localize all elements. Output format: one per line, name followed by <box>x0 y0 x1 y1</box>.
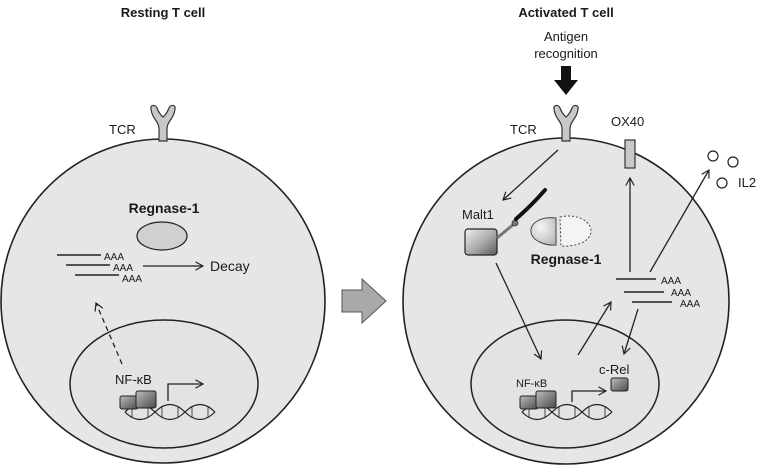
antigen-label-line2: recognition <box>534 46 598 61</box>
activated-tcr-label: TCR <box>510 122 537 137</box>
resting-title: Resting T cell <box>121 5 206 20</box>
il2-molecule <box>716 177 728 189</box>
resting-polya-tail: AAA <box>113 263 133 274</box>
activated-transcription-arrow <box>571 386 608 402</box>
regnase-cleavage-stroke <box>514 188 547 221</box>
activated-regnase-label: Regnase-1 <box>531 251 602 267</box>
il2-label: IL2 <box>738 175 756 190</box>
activated-title: Activated T cell <box>518 5 613 20</box>
il2-molecule <box>727 156 739 168</box>
mrna-to-il2-arrow <box>649 168 710 273</box>
resting-regnase-protein <box>136 221 188 251</box>
ox40-receptor <box>624 139 636 169</box>
resting-tcr-label: TCR <box>109 122 136 137</box>
activated-panel: Activated T cell Antigen recognition TCR… <box>402 5 756 465</box>
resting-regnase-label: Regnase-1 <box>129 200 200 216</box>
tcr-to-malt1-arrow <box>502 149 559 201</box>
activated-tcr-icon <box>553 104 579 142</box>
resting-polya-tail: AAA <box>104 252 124 263</box>
transition-arrow <box>341 277 387 325</box>
resting-panel: Resting T cell TCR Regnase-1 AAA AAA AAA… <box>0 5 326 464</box>
malt1-cleavage-link <box>496 222 515 240</box>
activated-nfkb-protein <box>535 390 557 409</box>
crel-label: c-Rel <box>599 362 629 377</box>
activated-polya-tail: AAA <box>661 276 681 287</box>
mrna-to-crel-arrow <box>621 308 639 356</box>
malt1-label: Malt1 <box>462 207 494 222</box>
crel-protein <box>610 377 629 392</box>
activated-nfkb-label: NF-κB <box>516 378 547 390</box>
malt1-protein <box>464 228 498 256</box>
activated-nucleus <box>470 319 660 449</box>
resting-mrna-group: AAA AAA AAA <box>57 252 142 285</box>
activated-polya-tail: AAA <box>671 288 691 299</box>
activated-nfkb-protein <box>519 395 539 410</box>
resting-tcr-icon <box>150 104 176 142</box>
cleaved-regnase-protein <box>530 215 592 247</box>
malt1-cleavage-site <box>511 219 519 227</box>
resting-nfkb-protein <box>135 390 157 409</box>
resting-nucleus <box>69 319 259 449</box>
resting-polya-tail: AAA <box>122 274 142 285</box>
il2-molecule <box>707 150 719 162</box>
resting-nfkb-label: NF-κB <box>115 372 152 387</box>
ox40-label: OX40 <box>611 114 644 129</box>
antigen-label-line1: Antigen <box>544 29 588 44</box>
malt1-to-nucleus-arrow <box>495 262 543 361</box>
nucleus-to-mrna-arrow <box>577 300 612 356</box>
activated-mrna-group: AAA AAA AAA <box>616 276 700 310</box>
antigen-arrow <box>554 66 578 95</box>
resting-dashed-arrow <box>94 301 123 365</box>
activated-polya-tail: AAA <box>680 299 700 310</box>
decay-label: Decay <box>210 258 250 274</box>
resting-nfkb-protein <box>119 395 139 410</box>
resting-transcription-arrow <box>167 379 205 401</box>
